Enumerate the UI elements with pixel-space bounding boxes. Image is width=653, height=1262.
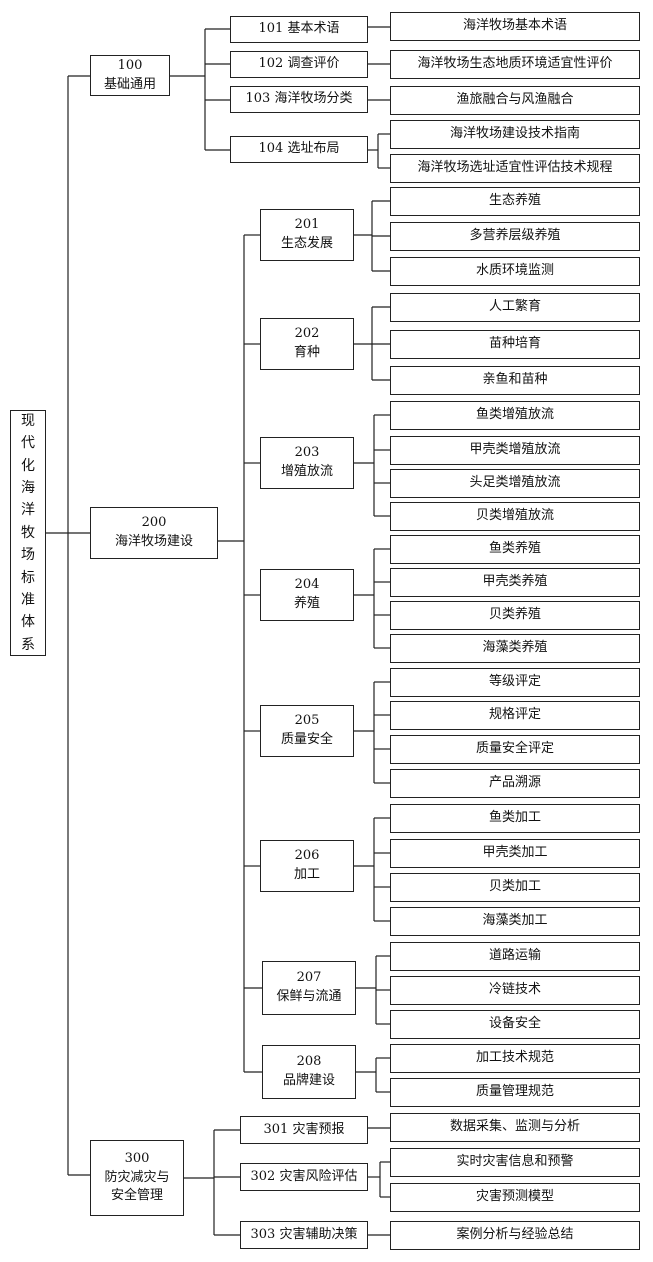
category-node-205: 205 质量安全 [260,705,354,757]
category-node-103: 103 海洋牧场分类 [230,86,368,113]
leaf-node: 贝类加工 [390,873,640,902]
leaf-node: 海藻类加工 [390,907,640,936]
leaf-node: 道路运输 [390,942,640,971]
category-node-206: 206 加工 [260,840,354,892]
leaf-node: 鱼类加工 [390,804,640,833]
category-node-303: 303 灾害辅助决策 [240,1221,368,1249]
leaf-node: 亲鱼和苗种 [390,366,640,395]
leaf-node: 海洋牧场选址适宜性评估技术规程 [390,154,640,183]
group-node-200: 200 海洋牧场建设 [90,507,218,559]
leaf-node: 海藻类养殖 [390,634,640,663]
leaf-node: 贝类养殖 [390,601,640,630]
leaf-node: 鱼类养殖 [390,535,640,564]
leaf-node: 头足类增殖放流 [390,469,640,498]
group-node-100: 100 基础通用 [90,55,170,96]
category-node-102: 102 调查评价 [230,51,368,78]
leaf-node: 质量管理规范 [390,1078,640,1107]
leaf-node: 实时灾害信息和预警 [390,1148,640,1177]
leaf-node: 灾害预测模型 [390,1183,640,1212]
leaf-node: 数据采集、监测与分析 [390,1113,640,1142]
leaf-node: 甲壳类加工 [390,839,640,868]
leaf-node: 产品溯源 [390,769,640,798]
leaf-node: 等级评定 [390,668,640,697]
leaf-node: 生态养殖 [390,187,640,216]
leaf-node: 质量安全评定 [390,735,640,764]
leaf-node: 甲壳类增殖放流 [390,436,640,465]
leaf-node: 渔旅融合与风渔融合 [390,86,640,115]
leaf-node: 人工繁育 [390,293,640,322]
leaf-node: 设备安全 [390,1010,640,1039]
category-node-302: 302 灾害风险评估 [240,1163,368,1191]
leaf-node: 苗种培育 [390,330,640,359]
leaf-node: 贝类增殖放流 [390,502,640,531]
leaf-node: 海洋牧场建设技术指南 [390,120,640,149]
leaf-node: 鱼类增殖放流 [390,401,640,430]
category-node-208: 208 品牌建设 [262,1045,356,1099]
category-node-104: 104 选址布局 [230,136,368,163]
leaf-node: 海洋牧场生态地质环境适宜性评价 [390,50,640,79]
root-node: 现 代 化 海 洋 牧 场 标 准 体 系 [10,410,46,656]
category-node-207: 207 保鲜与流通 [262,961,356,1015]
leaf-node: 冷链技术 [390,976,640,1005]
category-node-202: 202 育种 [260,318,354,370]
category-node-101: 101 基本术语 [230,16,368,43]
leaf-node: 加工技术规范 [390,1044,640,1073]
leaf-node: 甲壳类养殖 [390,568,640,597]
leaf-node: 水质环境监测 [390,257,640,286]
category-node-204: 204 养殖 [260,569,354,621]
leaf-node: 海洋牧场基本术语 [390,12,640,41]
leaf-node: 规格评定 [390,701,640,730]
category-node-203: 203 增殖放流 [260,437,354,489]
group-node-300: 300 防灾减灾与 安全管理 [90,1140,184,1216]
category-node-301: 301 灾害预报 [240,1116,368,1144]
leaf-node: 案例分析与经验总结 [390,1221,640,1250]
category-node-201: 201 生态发展 [260,209,354,261]
leaf-node: 多营养层级养殖 [390,222,640,251]
